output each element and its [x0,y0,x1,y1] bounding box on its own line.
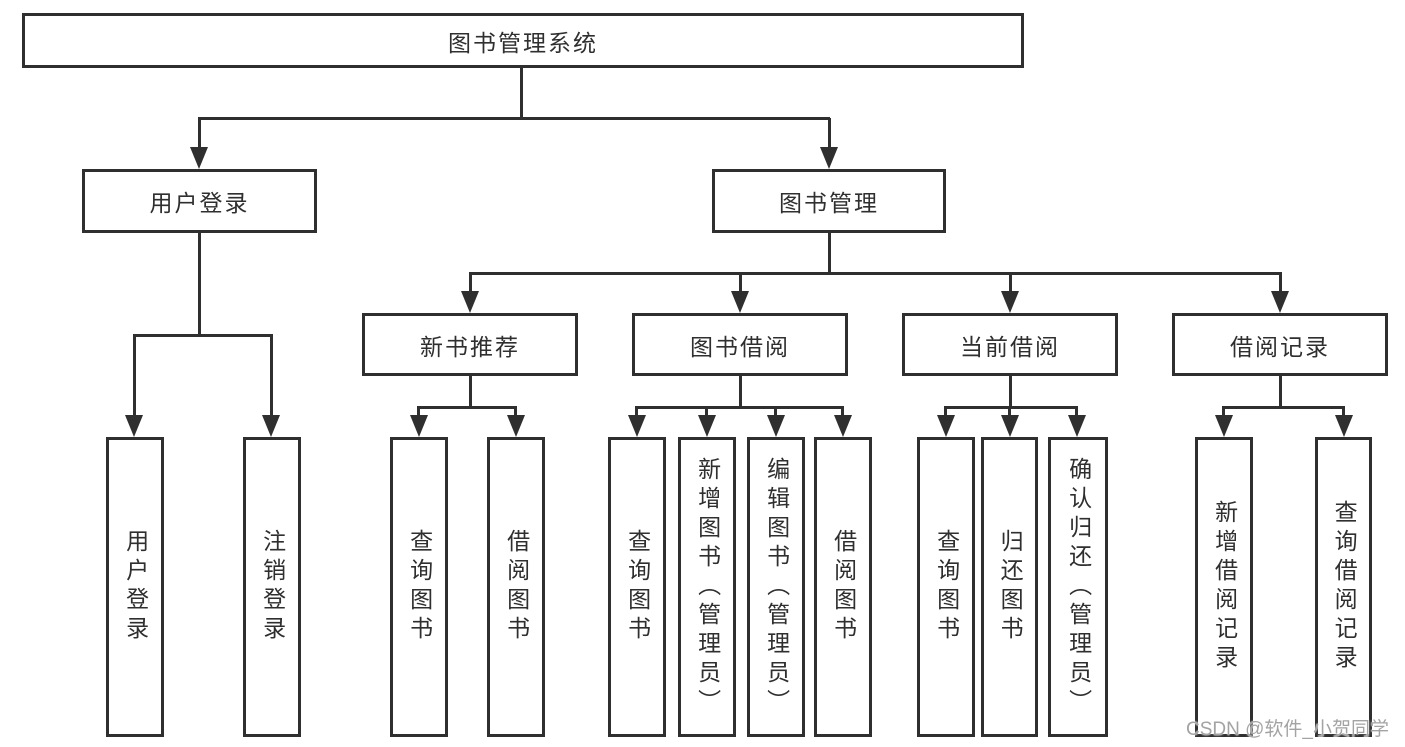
arrowhead-icon [698,415,716,437]
node-query-books-current-label: 查询图书 [933,529,960,645]
connector-line [1279,374,1282,409]
node-confirm-return-admin-label: 确认归还（管理员） [1065,456,1092,718]
connector-line [469,272,1282,275]
arrowhead-icon [1001,291,1019,313]
node-book-borrowing-label: 图书借阅 [690,333,790,360]
node-new-book-recommend: 新书推荐 [362,313,578,376]
connector-line [1009,272,1012,292]
connector-line [1008,406,1011,417]
connector-line [944,406,947,417]
connector-line [133,334,273,337]
arrowhead-icon [1068,415,1086,437]
arrowhead-icon [937,415,955,437]
node-query-books-rec-label: 查询图书 [406,529,433,645]
connector-line [774,406,777,417]
node-confirm-return-admin: 确认归还（管理员） [1048,437,1108,737]
node-book-management: 图书管理 [712,169,946,233]
connector-line [1342,406,1345,417]
node-new-book-recommend-label: 新书推荐 [420,333,520,360]
connector-line [198,117,830,120]
arrowhead-icon [461,291,479,313]
connector-line [1222,406,1225,417]
node-user-login: 用户登录 [82,169,317,233]
connector-line [739,374,742,409]
connector-line [1222,406,1345,409]
node-book-management-label: 图书管理 [779,190,879,216]
node-user-login-leaf-label: 用户登录 [122,529,149,645]
connector-line [520,68,523,118]
arrowhead-icon [190,147,208,169]
node-borrow-books-leaf: 借阅图书 [814,437,872,737]
arrowhead-icon [1215,415,1233,437]
node-return-books-label: 归还图书 [997,529,1024,645]
arrowhead-icon [628,415,646,437]
arrowhead-icon [410,415,428,437]
arrowhead-icon [507,415,525,437]
connector-line [739,272,742,292]
connector-line [198,118,201,148]
node-logout-leaf-label: 注销登录 [259,529,286,645]
node-add-books-admin-label: 新增图书（管理员） [694,456,721,718]
node-query-borrow-record: 查询借阅记录 [1315,437,1372,737]
connector-line [469,374,472,409]
node-user-login-leaf: 用户登录 [106,437,164,737]
node-book-borrowing: 图书借阅 [632,313,848,376]
arrowhead-icon [1335,415,1353,437]
node-borrowing-records: 借阅记录 [1172,313,1388,376]
node-edit-books-admin: 编辑图书（管理员） [747,437,805,737]
connector-line [417,406,517,409]
csdn-watermark: CSDN @软件_小贺同学 [1186,719,1389,740]
connector-line [469,272,472,292]
connector-line [1009,374,1012,409]
arrowhead-icon [767,415,785,437]
arrowhead-icon [731,291,749,313]
connector-line [198,230,201,336]
node-library-system: 图书管理系统 [22,13,1024,68]
arrowhead-icon [262,415,280,437]
connector-line [841,406,844,417]
node-borrowing-records-label: 借阅记录 [1230,333,1330,360]
node-logout-leaf: 注销登录 [243,437,301,737]
connector-line [944,406,1078,409]
connector-line [705,406,708,417]
connector-line [514,406,517,417]
node-add-books-admin: 新增图书（管理员） [678,437,736,737]
node-query-books-rec: 查询图书 [390,437,448,737]
arrowhead-icon [1001,415,1019,437]
connector-line [828,118,831,148]
node-query-books-borrow: 查询图书 [608,437,666,737]
arrowhead-icon [834,415,852,437]
node-user-login-label: 用户登录 [149,190,250,216]
connector-line [1279,272,1282,292]
node-library-system-label: 图书管理系统 [448,29,598,56]
connector-line [1075,406,1078,417]
node-add-borrow-record-label: 新增借阅记录 [1211,500,1238,674]
node-edit-books-admin-label: 编辑图书（管理员） [763,456,790,718]
node-borrow-books-rec-label: 借阅图书 [503,529,530,645]
node-borrow-books-leaf-label: 借阅图书 [830,529,857,645]
node-current-borrowing: 当前借阅 [902,313,1118,376]
connector-line [828,231,831,273]
connector-line [417,406,420,417]
connector-line [635,406,844,409]
connector-line [270,334,273,417]
arrowhead-icon [125,415,143,437]
node-query-books-current: 查询图书 [917,437,975,737]
arrowhead-icon [820,147,838,169]
node-return-books: 归还图书 [981,437,1038,737]
node-current-borrowing-label: 当前借阅 [960,333,1060,360]
node-query-books-borrow-label: 查询图书 [624,529,651,645]
node-add-borrow-record: 新增借阅记录 [1195,437,1253,737]
node-borrow-books-rec: 借阅图书 [487,437,545,737]
connector-line [635,406,638,417]
connector-line [133,334,136,417]
node-query-borrow-record-label: 查询借阅记录 [1331,500,1358,674]
arrowhead-icon [1271,291,1289,313]
